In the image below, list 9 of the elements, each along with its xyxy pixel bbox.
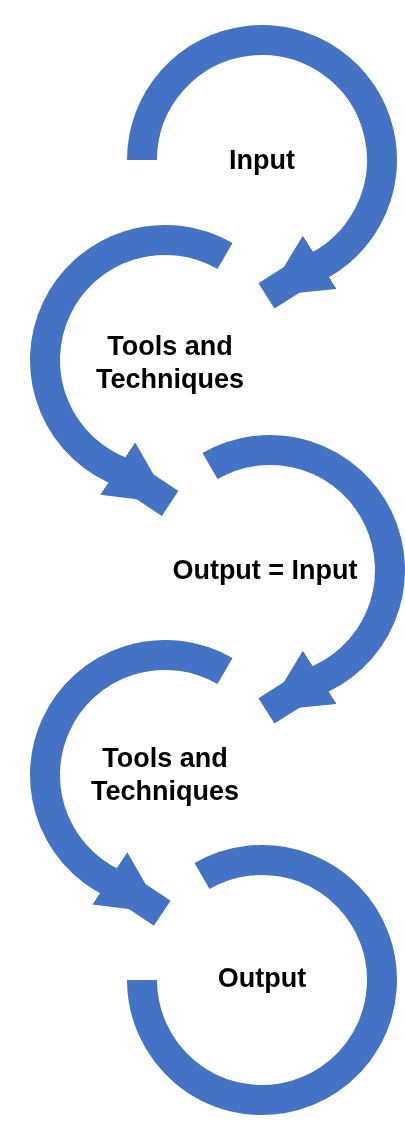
arrow xyxy=(92,852,171,926)
step-label: Output = Input xyxy=(171,553,359,587)
arrow xyxy=(258,235,337,309)
step-label: Tools and Techniques xyxy=(95,330,245,396)
step-label: Input xyxy=(228,143,296,177)
arrow xyxy=(258,650,337,724)
step-label: Output xyxy=(216,961,308,995)
step-label: Tools and Techniques xyxy=(90,742,240,808)
arrow xyxy=(100,442,179,516)
